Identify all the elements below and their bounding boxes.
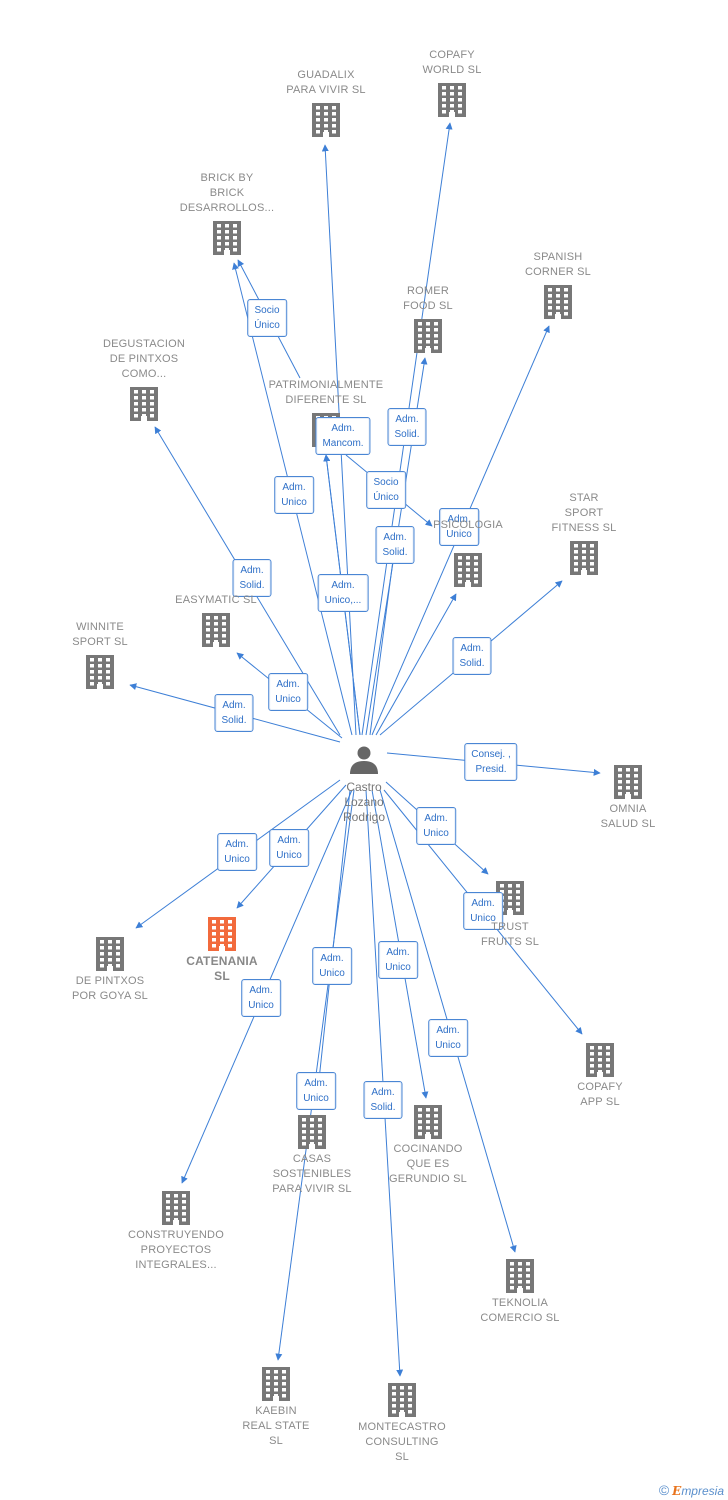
company-label-brick[interactable]: BRICK BY BRICK DESARROLLOS... [179, 172, 275, 214]
company-label-kaebin[interactable]: KAEBIN REAL STATE SL [242, 1405, 310, 1447]
company-building-icon-winnite[interactable] [86, 655, 114, 689]
company-building-icon-casas[interactable] [298, 1115, 326, 1149]
company-label-copafy-world[interactable]: COPAFY WORLD SL [422, 49, 482, 76]
edge-label-center-to-casas[interactable]: Adm. Unico [312, 947, 352, 985]
edge-label-center-to-omnia[interactable]: Consej. , Presid. [464, 743, 518, 781]
edge-label-center-to-winnite[interactable]: Adm. Solid. [214, 694, 254, 732]
company-label-trust-fruits[interactable]: TRUST FRUITS SL [480, 921, 540, 948]
company-label-construyendo[interactable]: CONSTRUYENDO PROYECTOS INTEGRALES... [128, 1229, 224, 1271]
company-label-teknolia[interactable]: TEKNOLIA COMERCIO SL [480, 1297, 560, 1324]
edge-label-center-to-guadalix[interactable]: Adm. Unico [274, 476, 314, 514]
company-building-icon-easymatic[interactable] [202, 613, 230, 647]
edge-line-center-to-psicologia [375, 593, 457, 736]
company-building-icon-guadalix[interactable] [312, 103, 340, 137]
company-building-icon-cocinando[interactable] [414, 1105, 442, 1139]
company-label-star-sport[interactable]: STAR SPORT FITNESS SL [551, 492, 617, 534]
edge-label-center-to-trust-fruits[interactable]: Adm. Unico [416, 807, 456, 845]
company-label-romer[interactable]: ROMER FOOD SL [403, 285, 453, 312]
company-label-de-pintxos[interactable]: DE PINTXOS POR GOYA SL [72, 975, 148, 1002]
edge-label-center-to-montecastro[interactable]: Adm. Solid. [363, 1081, 403, 1119]
edge-label-center-to-degustacion[interactable]: Adm. Solid. [232, 559, 272, 597]
edge-label-center-to-patrimonialmente[interactable]: Adm. Mancom. [315, 417, 371, 455]
company-building-icon-de-pintxos[interactable] [96, 937, 124, 971]
edge-label-center-to-psicologia[interactable]: Adm. Unico [439, 508, 479, 546]
company-label-degustacion[interactable]: DEGUSTACION DE PINTXOS COMO... [102, 338, 186, 380]
company-label-winnite[interactable]: WINNITE SPORT SL [72, 621, 128, 648]
person-icon[interactable] [350, 746, 378, 775]
edge-label-center-to-kaebin[interactable]: Adm. Unico [296, 1072, 336, 1110]
company-building-icon-construyendo[interactable] [162, 1191, 190, 1225]
company-label-montecastro[interactable]: MONTECASTRO CONSULTING SL [358, 1421, 446, 1463]
company-label-patrimonialmente[interactable]: PATRIMONIALMENTE DIFERENTE SL [268, 379, 384, 406]
footer-brand: ©Empresia [659, 1482, 724, 1498]
edge-label-center-to-patrimonialmente[interactable]: Adm. Unico,... [317, 574, 369, 612]
edge-label-center-to-construyendo[interactable]: Adm. Unico [241, 979, 281, 1017]
company-building-icon-copafy-app[interactable] [586, 1043, 614, 1077]
company-building-icon-catenania[interactable] [208, 917, 236, 951]
edge-line-center-to-psicologia [369, 544, 398, 736]
company-building-icon-montecastro[interactable] [388, 1383, 416, 1417]
edge-label-center-to-easymatic[interactable]: Adm. Unico [268, 673, 308, 711]
company-label-casas[interactable]: CASAS SOSTENIBLES PARA VIVIR SL [272, 1153, 352, 1195]
company-label-cocinando[interactable]: COCINANDO QUE ES GERUNDIO SL [389, 1143, 467, 1185]
brand-rest: mpresia [681, 1484, 724, 1498]
company-label-omnia[interactable]: OMNIA SALUD SL [600, 803, 656, 830]
company-label-psicologia[interactable]: PSICOLOGIA [433, 519, 503, 531]
company-building-icon-kaebin[interactable] [262, 1367, 290, 1401]
copyright-symbol: © [658, 1482, 670, 1498]
company-building-icon-teknolia[interactable] [506, 1259, 534, 1293]
company-building-icon-star-sport[interactable] [570, 541, 598, 575]
company-label-easymatic[interactable]: EASYMATIC SL [175, 594, 257, 606]
company-label-copafy-app[interactable]: COPAFY APP SL [577, 1081, 623, 1108]
edge-label-center-to-catenania[interactable]: Adm. Unico [269, 829, 309, 867]
company-building-icon-degustacion[interactable] [130, 387, 158, 421]
edge-label-patrimonialmente-to-brick[interactable]: Socio Único [247, 299, 287, 337]
company-building-icon-omnia[interactable] [614, 765, 642, 799]
person-name[interactable]: Castro Lozano Rodrigo [342, 780, 386, 824]
company-building-icon-brick[interactable] [213, 221, 241, 255]
edge-label-center-to-cocinando[interactable]: Adm. Unico [378, 941, 418, 979]
edge-label-center-to-star-sport[interactable]: Adm. Solid. [452, 637, 492, 675]
company-building-icon-spanish-corner[interactable] [544, 285, 572, 319]
edge-label-center-to-teknolia[interactable]: Adm. Unico [428, 1019, 468, 1057]
edge-label-center-to-de-pintxos[interactable]: Adm. Unico [217, 833, 257, 871]
edge-label-patrimonialmente-to-psicologia[interactable]: Socio Único [366, 471, 406, 509]
edge-label-center-to-copafy-app[interactable]: Adm. Unico [463, 892, 503, 930]
brand-e: E [672, 1484, 682, 1498]
company-building-icon-psicologia[interactable] [454, 553, 482, 587]
company-label-spanish-corner[interactable]: SPANISH CORNER SL [525, 251, 591, 278]
company-building-icon-romer[interactable] [414, 319, 442, 353]
company-label-guadalix[interactable]: GUADALIX PARA VIVIR SL [286, 69, 366, 96]
edge-label-center-to-psicologia[interactable]: Adm. Solid. [375, 526, 415, 564]
company-building-icon-copafy-world[interactable] [438, 83, 466, 117]
edge-label-center-to-romer[interactable]: Adm. Solid. [387, 408, 427, 446]
company-label-catenania[interactable]: CATENANIA SL [186, 954, 258, 983]
